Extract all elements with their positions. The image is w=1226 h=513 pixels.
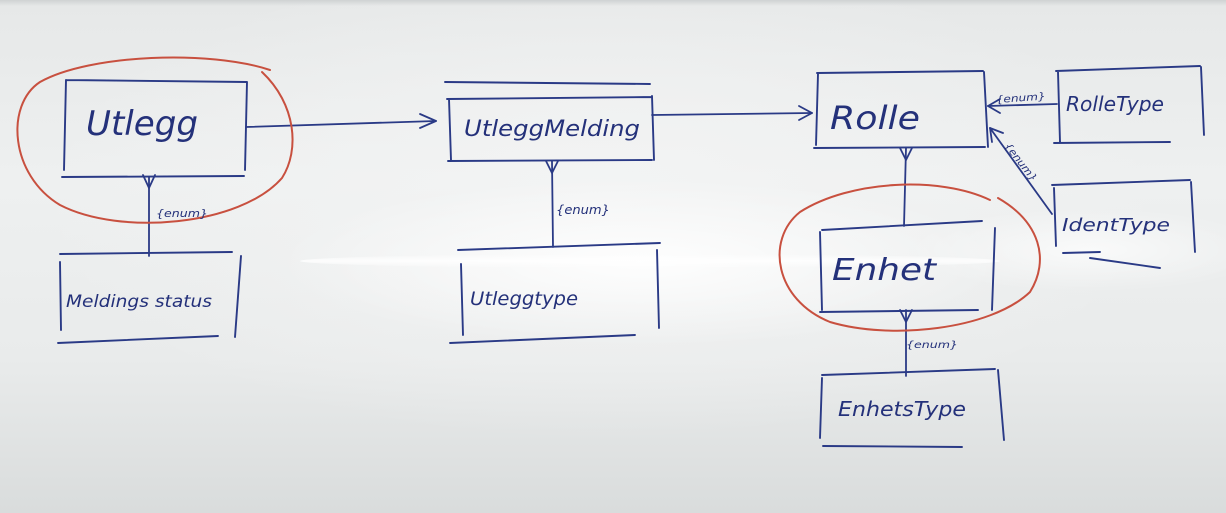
link-rolle-enhet	[903, 147, 907, 227]
label-rolletype: RolleType	[1066, 92, 1164, 116]
box-identtype	[1051, 179, 1196, 269]
crowfoot-rolle-diag	[989, 127, 1004, 143]
label-meldingsstatus: Meldings status	[66, 292, 212, 312]
relation-utlegg-status: {enum}	[156, 207, 208, 220]
relation-rolle-identtype: {enum}	[1002, 141, 1039, 184]
light-reflection	[300, 254, 1000, 268]
link-rolle-identtype	[989, 127, 1053, 215]
label-enhet: Enhet	[832, 253, 937, 288]
crowfoot-rolle-left	[798, 105, 813, 121]
label-utlegg: Utlegg	[86, 104, 198, 144]
label-utleggtype: Utleggtype	[470, 288, 578, 310]
highlight-utlegg	[16, 56, 294, 224]
box-meldingsstatus	[57, 251, 242, 344]
label-identtype: IdentType	[1062, 215, 1170, 236]
box-rolletype	[1053, 65, 1205, 144]
box-enhetstype	[819, 368, 1005, 448]
crowfoot-enhet-bottom	[899, 309, 913, 323]
link-utleggmelding-utleggtype	[551, 160, 554, 248]
crowfoot-utleggmelding-bottom	[545, 160, 559, 174]
box-utlegg	[61, 79, 248, 178]
label-rolle: Rolle	[830, 99, 920, 137]
link-utlegg-utleggmelding	[245, 120, 437, 128]
link-rolle-rolletype	[987, 103, 1058, 107]
crowfoot-rolle-right	[987, 98, 1001, 114]
box-utleggmelding	[444, 81, 655, 162]
box-utleggtype	[449, 242, 661, 344]
box-rolle	[813, 70, 989, 149]
link-utleggmelding-rolle	[651, 112, 813, 116]
highlight-enhet	[778, 183, 1041, 332]
crowfoot-rolle-bottom	[899, 147, 913, 161]
relation-rolle-rolletype: {enum}	[995, 92, 1046, 106]
label-utleggmelding: UtleggMelding	[464, 117, 640, 142]
relation-melding-type: {enum}	[556, 203, 610, 217]
relation-enhet-type: {enum}	[906, 340, 958, 351]
board-top-edge	[0, 0, 1226, 6]
crowfoot-utleggmelding-left	[419, 113, 437, 129]
label-enhetstype: EnhetsType	[838, 397, 966, 421]
box-enhet	[819, 220, 996, 313]
